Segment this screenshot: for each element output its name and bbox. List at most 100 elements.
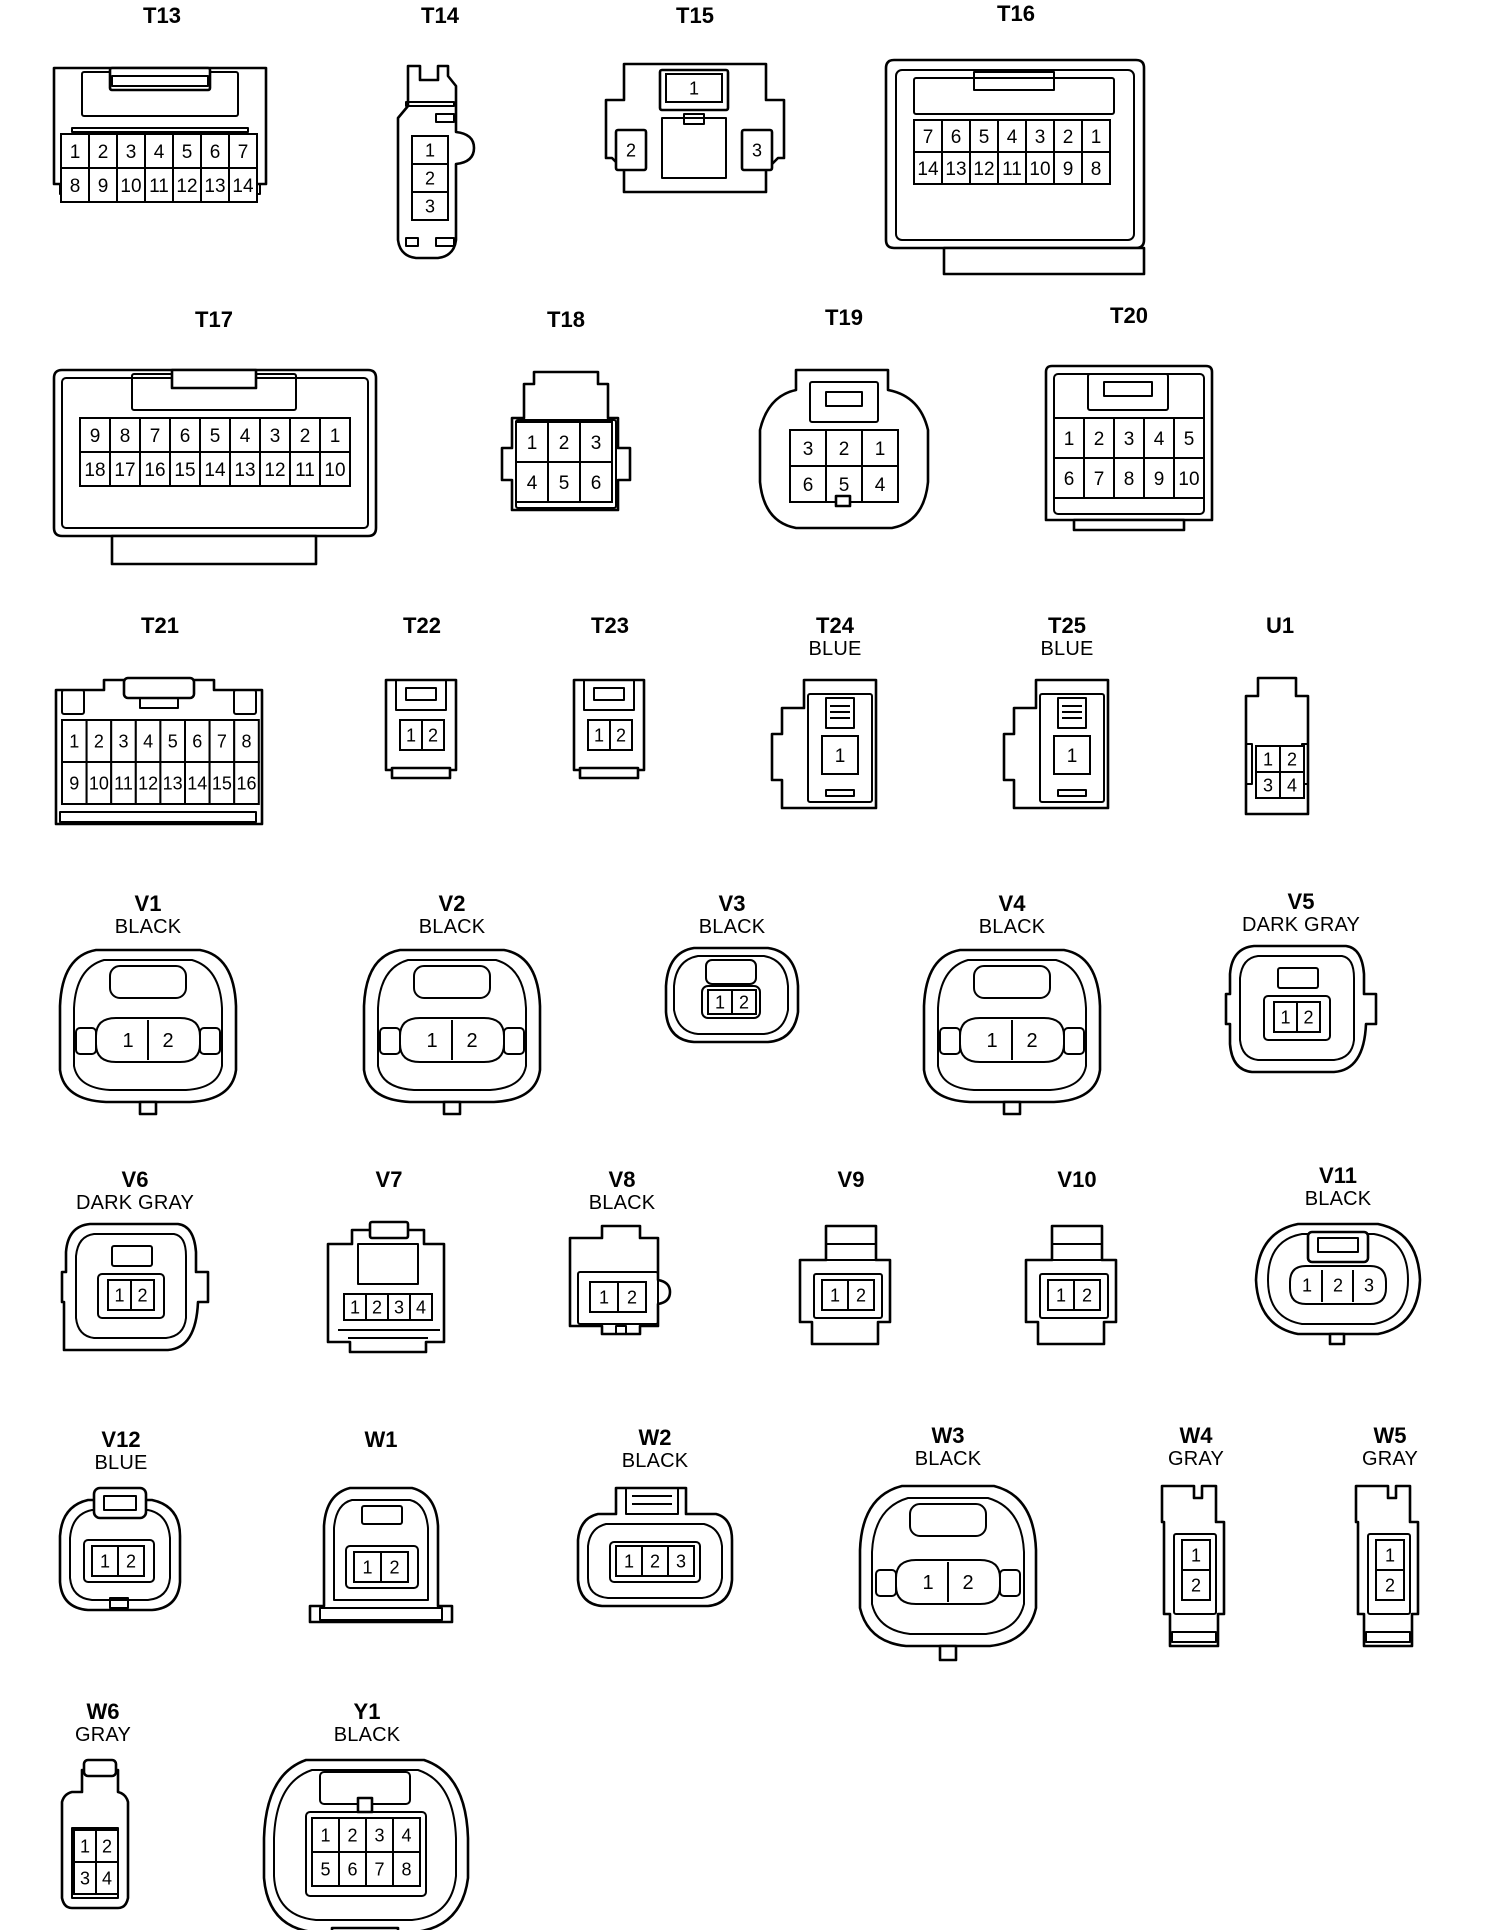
pin-number: 2 [1191, 1575, 1201, 1595]
pin-cell [1279, 771, 1305, 799]
pin-cell [117, 1545, 145, 1577]
connector-housing: 1 [1002, 678, 1110, 810]
pin-number: 1 [330, 426, 341, 447]
pin-cell [1296, 1001, 1321, 1033]
pin-cell [139, 451, 171, 487]
pin-number: 2 [98, 142, 109, 163]
pin-number: 8 [401, 1859, 411, 1879]
housing-outline [1254, 1222, 1422, 1336]
connector-label: W6 [86, 1699, 120, 1724]
housing-part [405, 237, 419, 247]
pin-number: 11 [114, 773, 133, 793]
pin-cell [609, 719, 633, 751]
pin-cell [200, 167, 230, 203]
housing-part [577, 1271, 659, 1325]
pin-number: 7 [1094, 469, 1105, 490]
connector-label: V1 [134, 891, 162, 916]
housing-part [999, 1569, 1021, 1597]
pin-cell [1255, 771, 1281, 799]
pin-number: 2 [650, 1551, 660, 1571]
pin-number: 14 [917, 159, 939, 180]
latch-ribs [632, 1495, 672, 1505]
pin-number: 1 [426, 1030, 437, 1052]
connector-drawing: 12 [1354, 1484, 1420, 1648]
pin-number: 1 [406, 725, 416, 745]
housing-part [368, 1220, 410, 1240]
pin-cell [1143, 457, 1175, 499]
pin-number: 2 [962, 1572, 973, 1594]
housing-part [405, 687, 437, 701]
pin-number: 1 [69, 731, 79, 751]
pin-cell [1375, 1539, 1405, 1571]
housing-part [108, 66, 212, 92]
pin-cell [547, 421, 581, 463]
pin-number: 1 [1280, 1007, 1290, 1027]
pin-number: 1 [1056, 1285, 1066, 1305]
pin-number: 1 [70, 142, 81, 163]
housing-part [503, 1027, 525, 1055]
housing-part [435, 113, 455, 123]
connector-label: V3 [718, 891, 746, 916]
pin-number: 5 [182, 142, 193, 163]
housing-part [938, 1644, 958, 1662]
pin-cell [134, 761, 162, 805]
connector-label: V5 [1287, 889, 1315, 914]
pin-number: 4 [1287, 775, 1297, 795]
housing-part [825, 391, 863, 407]
pin-cell [847, 1279, 875, 1311]
pin-number: 9 [69, 773, 79, 793]
pin-number: 9 [1154, 469, 1165, 490]
housing-part [1063, 1027, 1085, 1055]
pin-number: 6 [180, 426, 191, 447]
pin-number: 6 [192, 731, 202, 751]
connector-color-label: BLACK [621, 1450, 689, 1472]
housing-part [825, 697, 855, 729]
connector-label: V4 [998, 891, 1026, 916]
housing-part [1057, 789, 1087, 797]
connector-color-label: BLACK [333, 1724, 401, 1746]
pin-number: 3 [270, 426, 281, 447]
pin-number: 1 [114, 1285, 124, 1305]
housing-part [405, 101, 455, 107]
pin-number: 4 [416, 1297, 426, 1317]
housing-part [1365, 1631, 1411, 1643]
pin-cell [85, 719, 113, 763]
pin-cell [61, 719, 88, 763]
pin-cell [997, 151, 1027, 185]
pin-cell [1025, 151, 1055, 185]
pin-cell [319, 417, 351, 453]
pin-cell [579, 421, 613, 463]
pin-number: 6 [210, 142, 221, 163]
connector-label: T14 [421, 3, 459, 28]
pin-number: 3 [1263, 775, 1273, 795]
pin-number: 11 [1002, 159, 1022, 180]
pin-cell [172, 167, 202, 203]
pin-number: 16 [144, 460, 165, 481]
housing-part [809, 381, 879, 423]
housing-part [825, 789, 855, 797]
pin-number: 4 [102, 1868, 112, 1888]
pin-number: 4 [240, 426, 251, 447]
pin-cell [913, 119, 943, 153]
housing-part [319, 1607, 443, 1621]
pin-number: 2 [1385, 1575, 1395, 1595]
pin-number: 18 [84, 460, 105, 481]
pin-number: 7 [238, 142, 249, 163]
pin-number: 4 [154, 142, 165, 163]
